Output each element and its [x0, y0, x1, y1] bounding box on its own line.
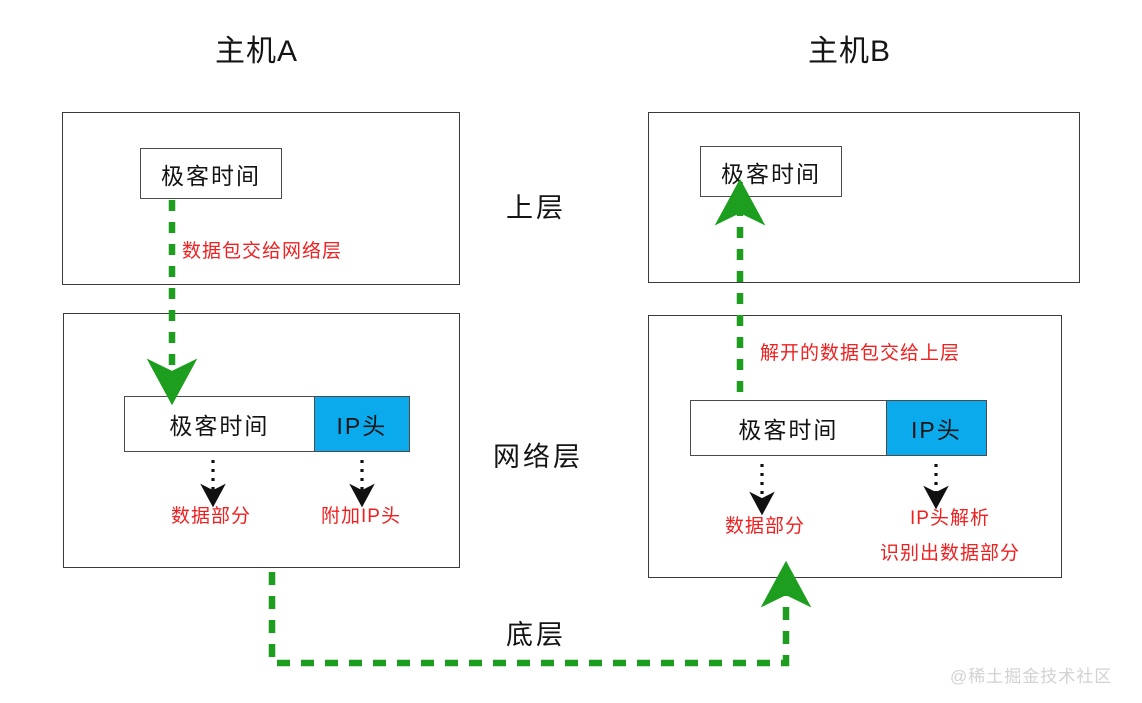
watermark: @稀土掘金技术社区 — [950, 667, 1113, 686]
host-a-packet-ip-header-segment: IP头 — [313, 397, 409, 451]
host-a-note-to-network: 数据包交给网络层 — [182, 241, 343, 262]
host-b-note-to-upper: 解开的数据包交给上层 — [760, 343, 961, 364]
host-a-note-data-part: 数据部分 — [170, 506, 251, 527]
host-b-packet-ip-header-segment: IP头 — [885, 401, 986, 455]
host-b-packet-data-segment: 极客时间 — [691, 401, 886, 455]
layer-label-network: 网络层 — [493, 442, 583, 472]
host-b-app-box: 极客时间 — [700, 146, 842, 197]
host-a-title: 主机A — [215, 35, 299, 68]
host-a-packet: 极客时间 IP头 — [124, 396, 410, 452]
host-b-note-ip-parse-line2: 识别出数据部分 — [879, 543, 1020, 564]
host-b-upper-layer-box — [648, 112, 1080, 283]
layer-label-bottom: 底层 — [506, 620, 566, 650]
host-b-note-data-part: 数据部分 — [724, 516, 805, 537]
host-a-app-box: 极客时间 — [140, 148, 282, 199]
host-a-packet-data-segment: 极客时间 — [125, 397, 314, 451]
host-b-packet: 极客时间 IP头 — [690, 400, 987, 456]
host-b-note-ip-parse-line1: IP头解析 — [910, 508, 990, 529]
host-a-note-add-ip-header: 附加IP头 — [321, 506, 401, 527]
layer-label-upper: 上层 — [506, 193, 566, 223]
host-b-title: 主机B — [808, 35, 892, 68]
